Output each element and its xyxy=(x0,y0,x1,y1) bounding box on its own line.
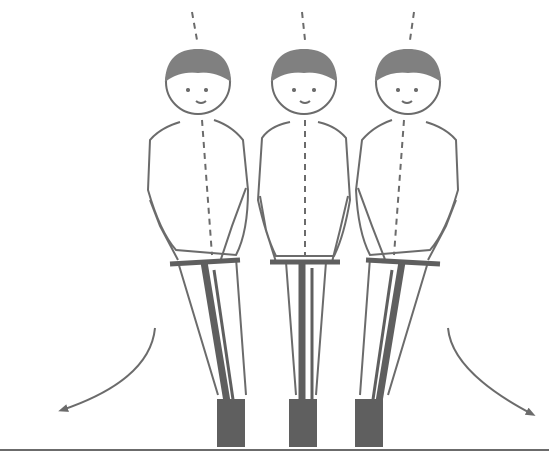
torso-left xyxy=(148,120,248,255)
balance-axis-right xyxy=(410,12,414,40)
balance-axis-center xyxy=(302,12,305,40)
arm-left-right xyxy=(220,188,246,262)
torso-right xyxy=(356,120,458,255)
rider-figure-left xyxy=(148,12,248,446)
arm-right-left xyxy=(358,188,386,262)
left-turn-arrow xyxy=(62,328,155,410)
scooter-left xyxy=(170,260,244,446)
scooter-center xyxy=(270,262,340,446)
balance-axis-left xyxy=(192,12,197,40)
rider-figure-center xyxy=(258,12,350,446)
rider-figure-right xyxy=(356,12,458,446)
arm-center-right xyxy=(332,196,348,262)
right-turn-arrow xyxy=(448,328,532,414)
arm-center-left xyxy=(260,196,276,262)
legs-center xyxy=(286,262,326,395)
